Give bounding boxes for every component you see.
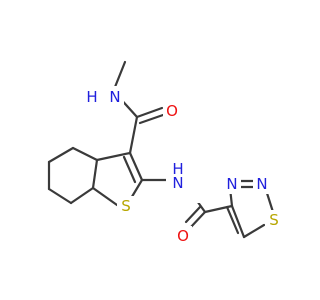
label-bg [166,167,202,203]
atom-h-right: H [172,160,183,178]
bond-c3-c2-b [122,155,137,184]
bond-carbonyl-o-top-b [138,113,165,125]
atom-o-bottom: O [177,227,189,245]
label-bg [253,174,271,194]
bond-c3a-c7a [91,158,99,190]
atom-n-right: N [172,174,183,192]
label-bg [265,210,283,230]
label-bg [117,196,135,216]
bond-c7-c7a [69,186,95,205]
molecule-structure: H N O H N S N N S O [47,60,283,246]
bond-c5-c4-a [230,204,246,239]
atom-label-layer: H N O H N S N N S O [80,86,283,246]
atom-o-top: O [166,102,178,120]
bond-c3a-c4 [71,146,99,162]
label-bg [163,101,181,121]
label-bg [223,174,241,194]
bond-c4-c5 [47,146,75,164]
atom-n-top: N [109,88,120,106]
atom-h-top: H [86,88,97,106]
bond-c3-c3a [95,151,132,162]
label-bg [174,226,192,246]
bond-c3-c2-a [128,151,144,182]
atom-n2-thiadiazole: N [256,175,267,193]
atom-s-thiadiazole: S [269,211,279,229]
bond-carbonyl-o-bottom-b [184,205,202,224]
bond-methyl [113,60,127,89]
bond-carbonyl-c3 [128,115,139,155]
bond-s-c5 [242,223,266,239]
bond-carbonyl-o-top-a [135,106,164,119]
bond-c5-c4-b [225,205,240,235]
bond-carbonyl-o-bottom-a [188,210,207,230]
label-bg [80,86,124,106]
bond-c6-c7 [47,187,73,205]
atom-s-thiophene: S [121,197,131,215]
atom-n3-thiadiazole: N [226,175,237,193]
bond-s-c7a [91,186,119,207]
